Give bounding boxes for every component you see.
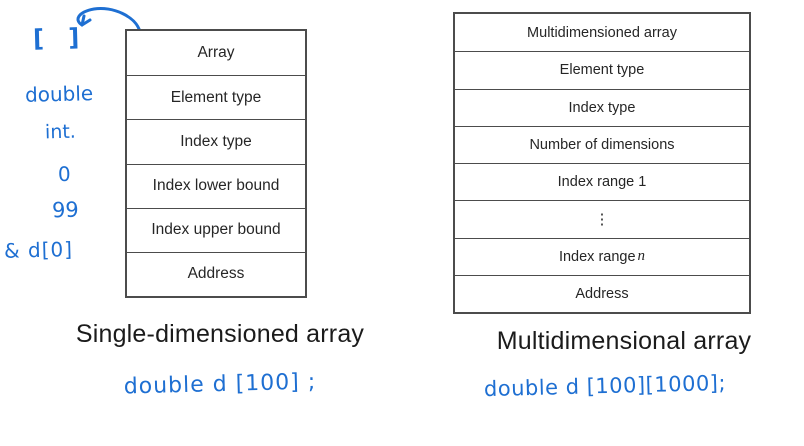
handwritten-index-type-annotation: int. bbox=[44, 120, 77, 144]
handwritten-code-multi-array: double d [100][1000]; bbox=[483, 370, 727, 402]
table-row: Element type bbox=[455, 51, 749, 88]
multidimensional-array-table: Multidimensioned array Element type Inde… bbox=[453, 12, 751, 314]
table-row: Index type bbox=[455, 88, 749, 126]
handwritten-brackets-annotation: [ ] bbox=[32, 23, 80, 53]
table-row: Multidimensioned array bbox=[527, 24, 677, 41]
handwritten-lower-bound-annotation: 0 bbox=[57, 161, 72, 187]
table-row: Index lower bound bbox=[127, 163, 305, 208]
table-row: Address bbox=[455, 274, 749, 312]
table-row: Index type bbox=[127, 119, 305, 163]
handwritten-address-annotation: & d[0] bbox=[3, 237, 74, 263]
table-row-variable: n bbox=[637, 248, 646, 265]
table-row-label: Index range bbox=[558, 248, 636, 265]
single-dimensioned-array-caption: Single-dimensioned array bbox=[75, 320, 365, 348]
table-row: Index upper bound bbox=[127, 207, 305, 252]
table-row: Index range 1 bbox=[455, 163, 749, 200]
multidimensional-array-caption: Multidimensional array bbox=[496, 327, 752, 355]
handwritten-code-single-array: double d [100] ; bbox=[123, 369, 317, 400]
table-row: Index range n bbox=[455, 237, 749, 275]
table-row: Number of dimensions bbox=[455, 125, 749, 163]
single-dimensioned-array-table: Array Element type Index type Index lowe… bbox=[125, 29, 307, 298]
table-row: Address bbox=[127, 251, 305, 296]
table-row: Element type bbox=[127, 75, 305, 119]
vertical-ellipsis: ⋮ bbox=[455, 200, 749, 237]
table-row: Array bbox=[197, 44, 235, 62]
handwritten-upper-bound-annotation: 99 bbox=[51, 197, 80, 223]
handwritten-arrow-icon bbox=[76, 6, 142, 34]
handwritten-element-type-annotation: double bbox=[24, 81, 94, 107]
